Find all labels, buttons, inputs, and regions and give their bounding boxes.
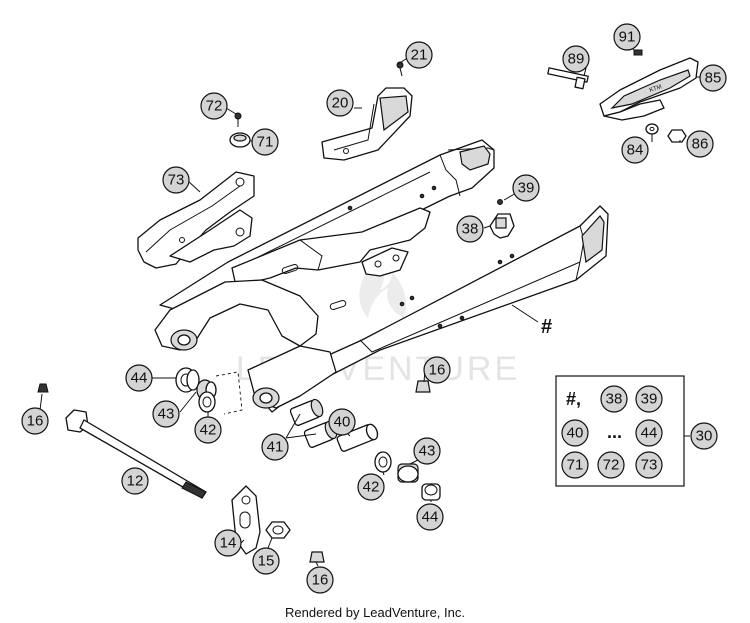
footer-credit: Rendered by LeadVenture, Inc.	[285, 605, 465, 620]
svg-text:39: 39	[641, 391, 658, 408]
part-bolt-89	[547, 67, 589, 90]
callout-15: 15	[252, 547, 280, 575]
callout-41: 41	[261, 433, 289, 461]
svg-text:89: 89	[568, 51, 585, 68]
svg-text:44: 44	[641, 425, 658, 442]
svg-text:71: 71	[257, 134, 274, 151]
part-screw-72	[234, 112, 242, 127]
callout-16-bottom: 16	[306, 566, 334, 594]
svg-text:38: 38	[606, 391, 623, 408]
part-screw-91	[633, 49, 643, 56]
svg-text:21: 21	[411, 47, 428, 64]
part-nut-15	[265, 521, 291, 539]
svg-text:41: 41	[267, 439, 284, 456]
callout-43-right: 43	[413, 437, 441, 465]
kit-item-72: 72	[597, 451, 625, 479]
svg-text:16: 16	[27, 413, 44, 430]
svg-text:73: 73	[641, 457, 658, 474]
callout-30: 30	[690, 422, 718, 450]
part-washer-84	[645, 123, 659, 135]
callout-85: 85	[699, 64, 727, 92]
svg-text:14: 14	[220, 535, 237, 552]
svg-text:30: 30	[696, 428, 713, 445]
svg-text:43: 43	[419, 443, 436, 460]
callout-44-left: 44	[125, 364, 153, 392]
callout-42-left: 42	[194, 416, 222, 444]
callout-84: 84	[621, 136, 649, 164]
part-screw-21	[396, 61, 404, 77]
svg-text:20: 20	[332, 95, 349, 112]
part-cap-16a	[37, 383, 49, 393]
callout-42-right: 42	[357, 473, 385, 501]
svg-text:86: 86	[692, 136, 709, 153]
part-needle-bearings-41	[289, 398, 338, 448]
kit-item-44: 44	[635, 419, 663, 447]
callout-38: 38	[456, 215, 484, 243]
svg-text:15: 15	[258, 553, 275, 570]
svg-text:KTM: KTM	[649, 84, 663, 94]
part-nut-86	[667, 129, 687, 143]
svg-text:44: 44	[422, 509, 439, 526]
svg-text:72: 72	[603, 457, 620, 474]
callout-71: 71	[251, 128, 279, 156]
kit-ellipsis: ...	[607, 422, 622, 442]
callout-16-mid: 16	[423, 356, 451, 384]
swingarm	[154, 139, 609, 413]
svg-text:12: 12	[127, 473, 144, 490]
swingarm-marker: #	[541, 316, 552, 338]
part-axle-bolt-12	[65, 409, 207, 499]
svg-text:40: 40	[567, 425, 584, 442]
callout-73: 73	[162, 166, 190, 194]
svg-text:42: 42	[200, 422, 217, 439]
callout-20: 20	[326, 89, 354, 117]
part-cap-16b	[415, 380, 431, 393]
callout-14: 14	[214, 529, 242, 557]
kit-item-38: 38	[600, 385, 628, 413]
svg-text:43: 43	[158, 406, 175, 423]
part-clamp-38	[489, 213, 515, 239]
kit-item-71: 71	[561, 451, 589, 479]
svg-text:42: 42	[363, 479, 380, 496]
svg-text:38: 38	[462, 221, 479, 238]
callout-21: 21	[405, 41, 433, 69]
svg-text:16: 16	[312, 572, 329, 589]
part-chain-slider	[137, 171, 255, 269]
callout-16-left: 16	[21, 407, 49, 435]
part-chain-guide-upper	[321, 87, 413, 161]
kit-prefix: #,	[566, 389, 581, 409]
callout-72: 72	[200, 92, 228, 120]
callout-89: 89	[562, 45, 590, 73]
part-nut-71	[229, 132, 251, 148]
leader-lines	[39, 43, 700, 567]
part-bearing-set-left	[175, 367, 243, 415]
part-bearing-set-right	[374, 451, 441, 501]
svg-text:73: 73	[168, 172, 185, 189]
svg-text:72: 72	[206, 98, 223, 115]
part-chain-guide-rear: KTM	[599, 57, 699, 121]
callout-44-right: 44	[416, 503, 444, 531]
svg-text:91: 91	[619, 29, 636, 46]
svg-text:39: 39	[518, 180, 535, 197]
part-screw-39	[497, 199, 503, 205]
svg-text:40: 40	[334, 414, 351, 431]
svg-text:85: 85	[705, 70, 722, 87]
callout-12: 12	[121, 467, 149, 495]
kit-item-39: 39	[635, 385, 663, 413]
callout-86: 86	[686, 130, 714, 158]
svg-text:71: 71	[567, 457, 584, 474]
kit-box: #, ... 38 39 40 44 71 72 73	[555, 375, 685, 487]
svg-text:84: 84	[627, 142, 644, 159]
callout-43-left: 43	[152, 400, 180, 428]
kit-item-40: 40	[561, 419, 589, 447]
callout-40: 40	[328, 408, 356, 436]
svg-text:16: 16	[429, 362, 446, 379]
part-sleeve-40	[336, 423, 379, 452]
callout-39: 39	[512, 174, 540, 202]
part-cap-16c	[309, 551, 325, 563]
svg-text:44: 44	[131, 370, 148, 387]
kit-item-73: 73	[635, 451, 663, 479]
callout-91: 91	[613, 23, 641, 51]
